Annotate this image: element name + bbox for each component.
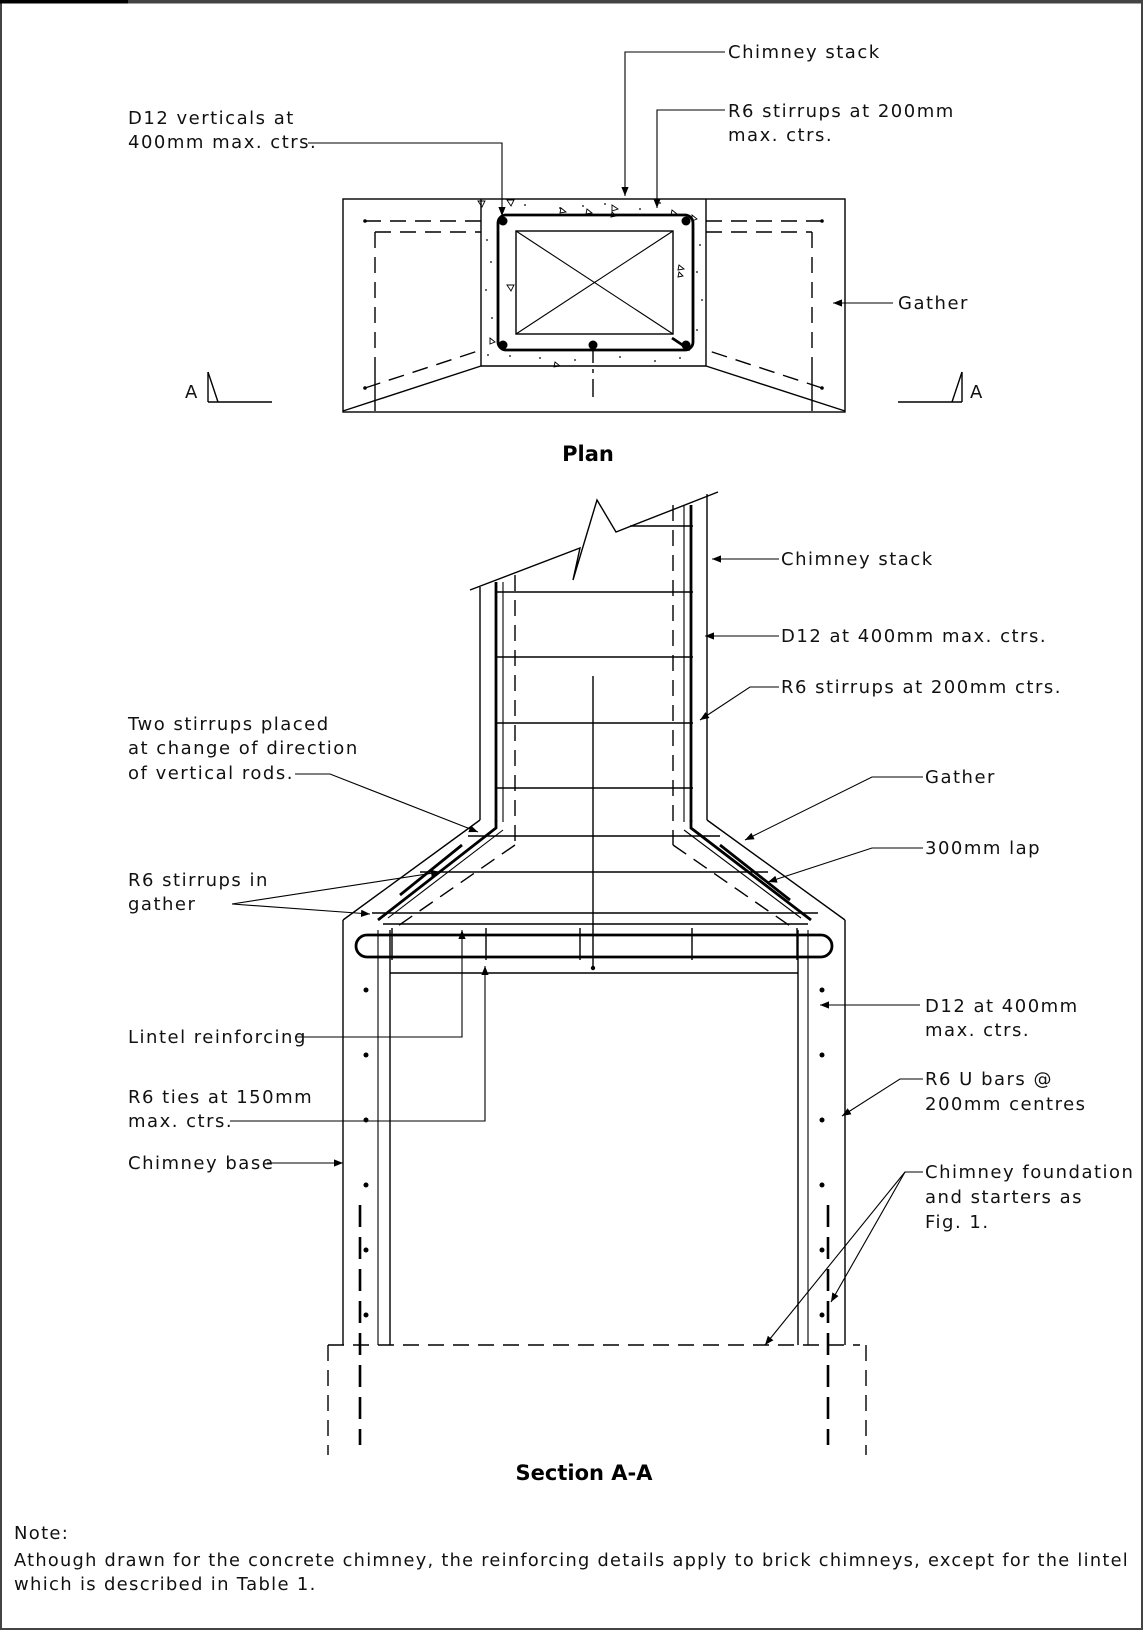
plan-stirrup [496, 213, 695, 352]
plan-title: Plan [562, 442, 614, 466]
plan-label-gather: Gather [898, 293, 969, 314]
section-mark-right: A [970, 382, 984, 403]
section-label-two-stirrups-3: of vertical rods. [128, 763, 294, 784]
section-label-chimney-stack: Chimney stack [781, 549, 934, 570]
section-label-ties-2: max. ctrs. [128, 1111, 233, 1132]
note-block: Note: Athough drawn for the concrete chi… [14, 1523, 1129, 1595]
plan-label-stirrups-1: R6 stirrups at 200mm [728, 101, 955, 122]
plan-view: A A Chimney stack R6 stirrups at 200mm m… [128, 42, 984, 466]
plan-outline [342, 198, 846, 413]
section-label-d12-base-1: D12 at 400mm [925, 996, 1079, 1017]
section-label-two-stirrups-2: at change of direction [128, 738, 359, 759]
concrete-hatch [485, 202, 703, 362]
section-label-foundation-3: Fig. 1. [925, 1212, 990, 1233]
section-label-foundation-1: Chimney foundation [925, 1162, 1134, 1183]
section-label-d12-base-2: max. ctrs. [925, 1020, 1030, 1041]
plan-flue [515, 230, 674, 335]
section-label-ties-1: R6 ties at 150mm [128, 1087, 313, 1108]
section-mark-left: A [185, 382, 199, 403]
note-line-1: Athough drawn for the concrete chimney, … [14, 1550, 1129, 1571]
section-label-r6-gather-2: gather [128, 894, 196, 915]
section-label-gather: Gather [925, 767, 996, 788]
section-label-ubars-2: 200mm centres [925, 1094, 1087, 1115]
plan-label-verticals-2: 400mm max. ctrs. [128, 132, 317, 153]
note-line-2: which is described in Table 1. [14, 1574, 317, 1595]
section-label-ubars-1: R6 U bars @ [925, 1069, 1053, 1090]
section-label-two-stirrups-1: Two stirrups placed [127, 714, 330, 735]
plan-label-chimney-stack: Chimney stack [728, 42, 881, 63]
section-view: Chimney stack D12 at 400mm max. ctrs. R6… [127, 491, 1134, 1485]
section-label-foundation-2: and starters as [925, 1187, 1083, 1208]
plan-label-verticals-1: D12 verticals at [128, 108, 295, 129]
section-label-lap: 300mm lap [925, 838, 1041, 859]
section-title: Section A-A [516, 1461, 654, 1485]
section-label-d12-stack: D12 at 400mm max. ctrs. [781, 626, 1047, 647]
section-label-r6-stack: R6 stirrups at 200mm ctrs. [781, 677, 1062, 698]
section-label-r6-gather-1: R6 stirrups in [128, 870, 269, 891]
base-bar-dots [363, 987, 825, 1318]
note-heading: Note: [14, 1523, 69, 1544]
lintel-bar [354, 933, 834, 959]
plan-label-stirrups-2: max. ctrs. [728, 125, 833, 146]
section-label-base: Chimney base [128, 1153, 274, 1174]
section-label-lintel: Lintel reinforcing [128, 1027, 307, 1048]
